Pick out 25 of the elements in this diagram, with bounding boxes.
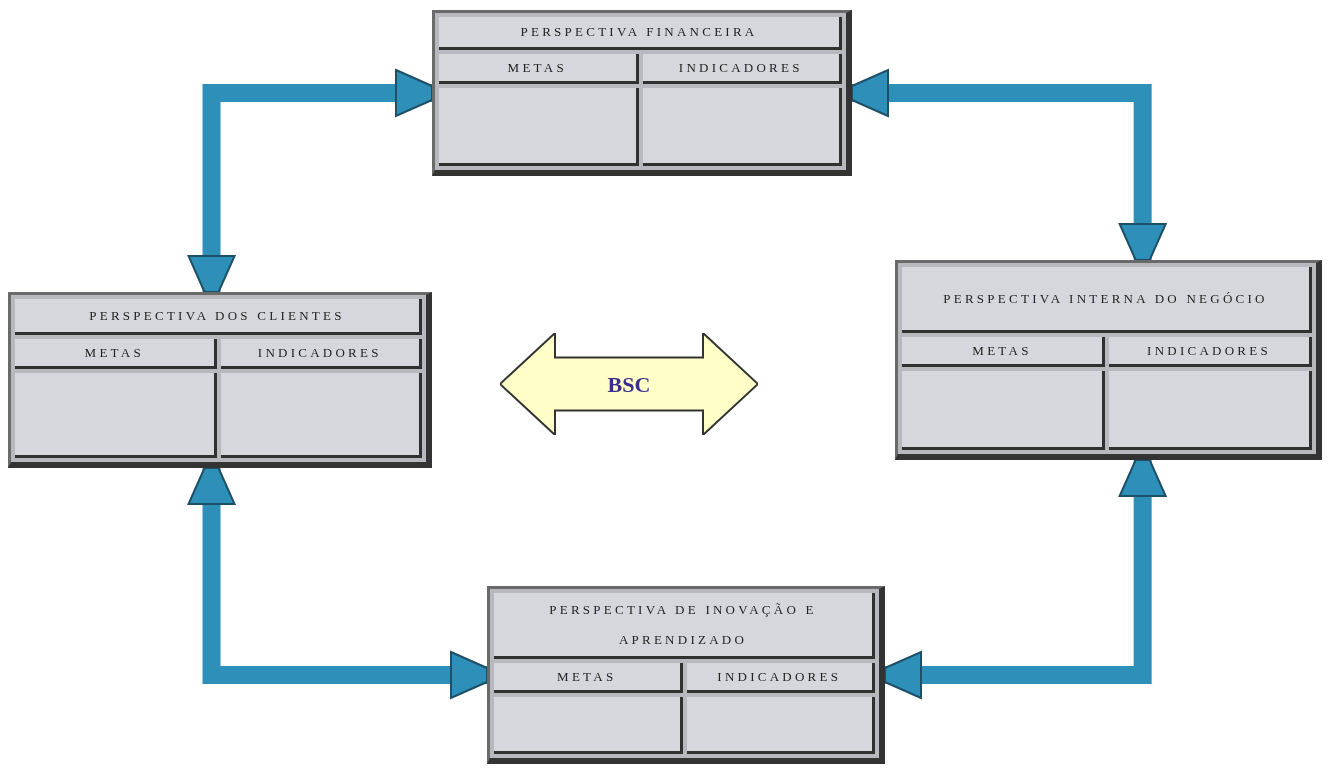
column-header-cell: INDICADORES xyxy=(1109,337,1312,367)
perspective-table xyxy=(8,292,432,468)
column-header-cell: INDICADORES xyxy=(686,663,875,693)
empty-table-cell xyxy=(686,697,875,754)
column-header-cell: METAS xyxy=(902,337,1105,367)
bsc-label: BSC xyxy=(607,370,651,399)
column-header-cell: METAS xyxy=(494,663,683,693)
empty-table-cell xyxy=(642,88,842,166)
empty-table-cell xyxy=(439,88,639,166)
column-header-cell: METAS xyxy=(15,339,217,369)
column-header-cell: INDICADORES xyxy=(642,54,842,84)
table-title: PERSPECTIVA DOS CLIENTES xyxy=(15,299,422,335)
empty-table-cell xyxy=(15,373,217,458)
empty-table-cell xyxy=(220,373,422,458)
table-title: PERSPECTIVA FINANCEIRA xyxy=(439,17,842,50)
perspective-table xyxy=(487,586,885,764)
column-header-cell: METAS xyxy=(439,54,639,84)
column-header-cell: INDICADORES xyxy=(220,339,422,369)
perspective-table xyxy=(432,10,852,176)
table-title: PERSPECTIVA INTERNA DO NEGÓCIO xyxy=(902,267,1312,333)
table-title: PERSPECTIVA DE INOVAÇÃO E APRENDIZADO xyxy=(494,593,875,659)
empty-table-cell xyxy=(902,371,1105,450)
empty-table-cell xyxy=(1109,371,1312,450)
perspective-table xyxy=(895,260,1322,460)
empty-table-cell xyxy=(494,697,683,754)
